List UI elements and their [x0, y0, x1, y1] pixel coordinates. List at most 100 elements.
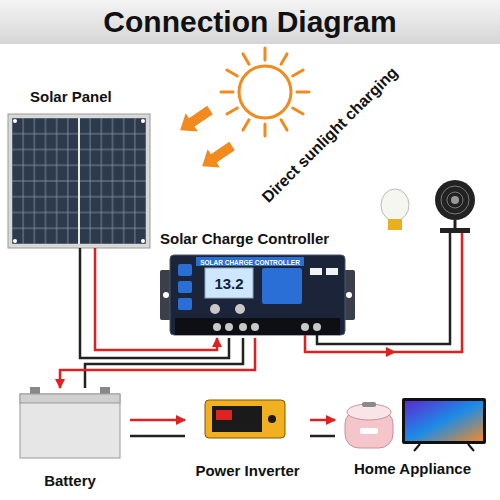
fan-grille	[447, 192, 463, 208]
wire-arrow	[386, 347, 396, 357]
panel-divider	[78, 118, 80, 244]
solar-panel-node: Solar Panel	[5, 88, 155, 248]
inverter-node: Power Inverter	[185, 390, 310, 480]
fan-cage	[435, 180, 475, 220]
tv-frame	[402, 398, 486, 444]
inverter-display	[216, 410, 232, 420]
charge-controller	[160, 255, 355, 335]
negative-wire	[85, 338, 243, 388]
battery-terminal	[100, 387, 110, 394]
node-label: Power Inverter	[195, 462, 299, 480]
tv-stand	[468, 444, 474, 451]
node-label: Solar Panel	[30, 88, 112, 106]
cooker-button	[360, 428, 378, 434]
terminal-strip	[175, 318, 340, 335]
diagram-title: Connection Diagram	[0, 0, 500, 44]
sunlight-arrow	[196, 137, 238, 175]
mount-hole	[346, 292, 352, 298]
panel-cells	[12, 118, 146, 244]
info-panel	[262, 268, 302, 304]
mount-hole	[141, 119, 145, 123]
cooker-handle	[362, 402, 376, 407]
sun-ray	[221, 91, 233, 94]
button	[210, 304, 220, 314]
usb-port	[310, 268, 322, 275]
sun-disc	[239, 66, 291, 118]
fan-base	[440, 228, 470, 233]
positive-wire	[130, 419, 185, 422]
sun-icon	[221, 48, 309, 136]
sun-ray	[293, 70, 303, 76]
television	[402, 398, 486, 451]
sun-ray	[243, 54, 249, 64]
load-wire	[305, 233, 462, 352]
sun-ray	[264, 48, 267, 60]
lcd-screen	[205, 268, 253, 298]
inverter-face	[212, 406, 262, 432]
inverter-body	[205, 400, 285, 438]
device-label: SOLAR CHARGE CONTROLLER	[200, 258, 300, 265]
usb-port	[326, 268, 338, 275]
status-icon	[178, 264, 192, 276]
terminal	[225, 323, 233, 331]
terminal	[213, 323, 221, 331]
mount-hole	[141, 239, 145, 243]
sun-ray	[293, 108, 303, 114]
power-inverter	[205, 400, 285, 438]
rice-cooker	[345, 402, 393, 448]
battery-body	[20, 394, 120, 458]
wire-connector	[130, 420, 185, 436]
wire-connector	[310, 420, 335, 436]
positive-wire	[60, 338, 255, 388]
battery-node: Battery	[10, 388, 130, 490]
negative-wire	[130, 435, 185, 438]
tv-screen	[405, 401, 483, 441]
terminal	[239, 323, 247, 331]
node-label: Home Appliance	[354, 460, 471, 478]
mount-hole	[13, 239, 17, 243]
bulb-dome	[381, 189, 409, 221]
load-wire	[317, 233, 450, 344]
light-bulb	[381, 189, 409, 230]
lcd-reading: 13.2	[214, 275, 243, 292]
inverter-socket	[268, 415, 276, 423]
terminal	[251, 323, 259, 331]
positive-wire	[310, 419, 335, 422]
button	[235, 304, 245, 314]
fan-stand	[454, 220, 457, 228]
mount-hole	[163, 292, 169, 298]
sun-ray	[281, 120, 287, 130]
controller-band	[196, 257, 304, 266]
fan-hub	[451, 196, 459, 204]
sun-ray	[281, 54, 287, 64]
bulb-base	[388, 219, 402, 230]
status-icon	[178, 281, 192, 293]
status-icon	[178, 298, 192, 310]
appliance-node: Home Appliance	[335, 395, 490, 478]
positive-wire	[95, 248, 217, 350]
tv-stand	[414, 444, 420, 451]
controller-node: Solar Charge Controller	[160, 230, 350, 338]
mount-hole	[13, 119, 17, 123]
negative-wire	[310, 435, 335, 438]
sun-ray	[243, 120, 249, 130]
sun-ray	[227, 70, 237, 76]
battery-lid	[20, 394, 120, 403]
sun-ray	[227, 108, 237, 114]
battery	[20, 387, 120, 458]
solar-panel	[8, 114, 150, 248]
wire-connector	[60, 338, 255, 388]
controller-body	[170, 255, 345, 335]
sun-ray	[297, 91, 309, 94]
panel-frame	[8, 114, 150, 248]
node-label: Solar Charge Controller	[160, 230, 329, 248]
terminal	[313, 323, 321, 331]
sunlight-arrow	[174, 101, 216, 139]
desk-fan	[435, 180, 475, 233]
terminal	[301, 323, 309, 331]
sun-ray	[264, 124, 267, 136]
battery-terminal	[30, 387, 40, 394]
